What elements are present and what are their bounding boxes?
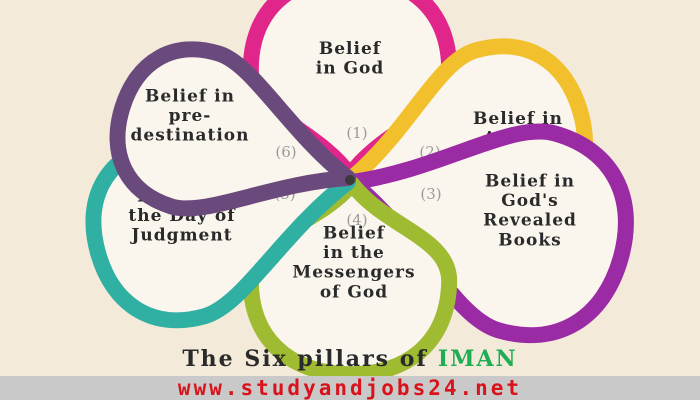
petal-4-label-line: of God [320,282,388,302]
petal-3-label-line: Revealed [483,211,577,231]
petal-5-label-line: Judgment [129,226,232,246]
petal-6-label-line: pre- [169,106,212,126]
petal-6-number: (6) [275,143,296,161]
petal-4-label-line: Messengers [292,263,415,283]
petal-6-label-line: Belief in [145,86,235,106]
watermark-url[interactable]: www.studyandjobs24.net [177,376,523,400]
petal-3-label-line: God's [501,191,559,211]
petal-outline-3 [344,123,634,344]
petal-3-label-line: Belief in [485,172,575,192]
petal-1-number: (1) [346,124,367,142]
petal-3-number: (3) [420,185,441,203]
center-dot [345,175,355,185]
caption-prefix: The Six pillars of [182,346,428,372]
caption: The Six pillars of IMAN [0,346,700,376]
petal-6-label-line: destination [131,126,250,146]
petal-outline-6 [109,41,356,217]
petal-4-label-line: Belief [323,224,386,244]
petal-4-label-line: in the [323,243,385,263]
petal-1-label-line: Belief [319,39,382,59]
petal-4-number: (4) [346,211,367,229]
watermark-bar: www.studyandjobs24.net [0,376,700,400]
petal-1-label-line: in God [316,59,384,79]
petal-3-label-line: Books [498,230,561,250]
caption-accent: IMAN [437,346,518,372]
